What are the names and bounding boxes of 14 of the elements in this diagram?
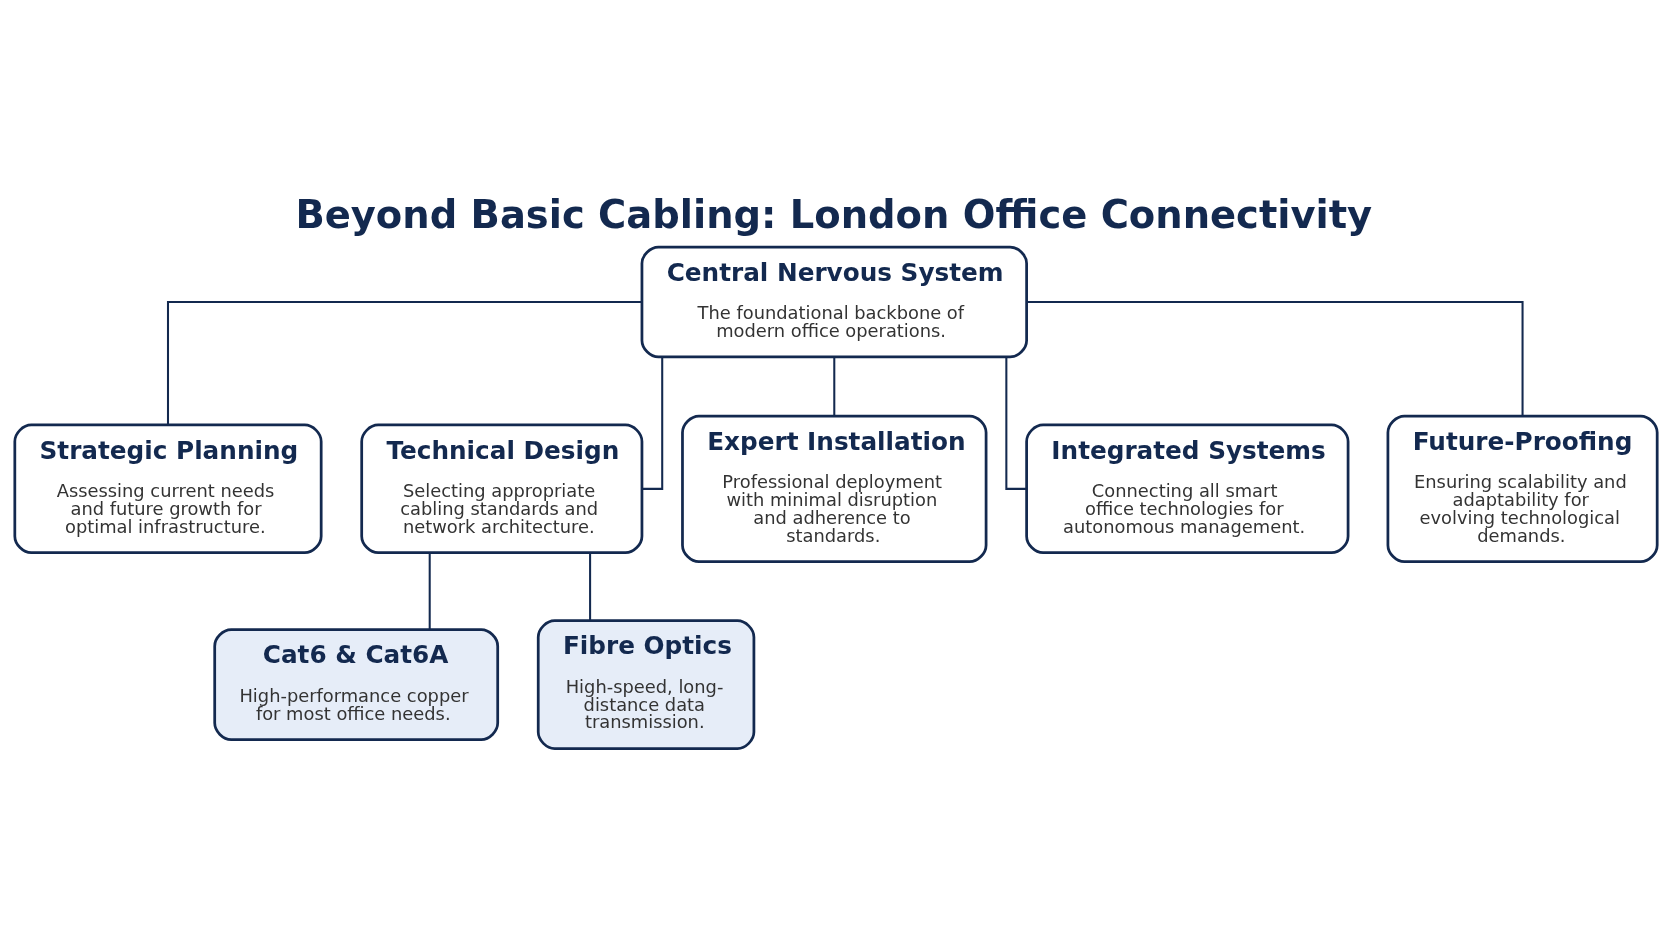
node-box: Cat6 & Cat6A High-performance copper for most office needs. <box>213 627 500 741</box>
node-box: Technical Design Selecting appropriate cabling standards and network architecture. <box>360 423 644 554</box>
node-box: Strategic Planning Assessing current needs and future growth for optimal infrastructure. <box>13 423 323 554</box>
connector <box>1026 300 1524 416</box>
connector <box>166 300 642 425</box>
connector <box>589 552 592 620</box>
node-box: Integrated Systems Connecting all smart office technologies for autonomous management. <box>1025 423 1350 554</box>
node-box: Fibre Optics High-speed, long-distance data transmission. <box>536 618 756 750</box>
node-box: Central Nervous System The foundational backbone of modern office operations. <box>640 245 1028 358</box>
connector <box>428 552 431 630</box>
node-box: Expert Installation Professional deployment with minimal disruption and adherence to standards. <box>681 414 988 563</box>
connector <box>833 356 836 415</box>
node-box: Future-Proofing Ensuring scalability and adaptability for evolving technological demands. <box>1386 414 1659 563</box>
diagram-title: Beyond Basic Cabling: London Office Connectivity <box>295 191 1373 237</box>
